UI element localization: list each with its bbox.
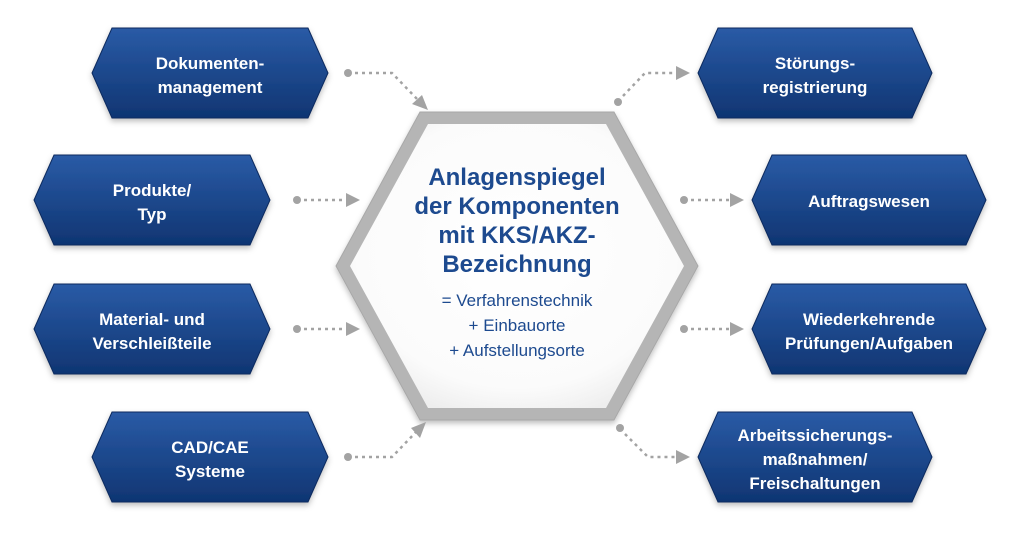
node-label-line-2: Prüfungen/Aufgaben [785, 334, 953, 353]
connector-produkte-typ [293, 193, 360, 207]
right-node-shape [697, 27, 933, 119]
left-node-shape [91, 411, 329, 503]
connector-line [355, 71, 419, 101]
connector-dot [680, 196, 688, 204]
node-label-line-1: Auftragswesen [808, 192, 930, 211]
connector-arrowhead [412, 95, 428, 110]
center-subtitle-line-2: + Einbauorte [469, 316, 566, 335]
left-node-material-verschleissteile: Material- und Verschleißteile [33, 283, 271, 375]
right-node-wiederkehrende-pruefungen: Wiederkehrende Prüfungen/Aufgaben [751, 283, 987, 375]
node-label-line-1: Störungs- [775, 54, 855, 73]
connector-dot [680, 325, 688, 333]
center-hexagon-fill [350, 124, 684, 408]
node-label-line-2: Verschleißteile [92, 334, 211, 353]
center-subtitle-line-3: + Aufstellungsorte [449, 341, 585, 360]
left-node-shape [91, 27, 329, 119]
center-title-line-2: der Komponenten [414, 193, 619, 220]
center-title-line-3: mit KKS/AKZ- [438, 222, 595, 249]
connector-arrowhead [346, 193, 360, 207]
connector-dot [614, 98, 622, 106]
node-label-line-3: Freischaltungen [749, 474, 880, 493]
connector-arrowhead [676, 450, 690, 464]
connector-stoerungsregistrierung [614, 66, 690, 106]
connector-arrowhead [346, 322, 360, 336]
node-label-line-2: Systeme [175, 462, 245, 481]
center-title-line-1: Anlagenspiegel [428, 164, 605, 191]
node-label-line-2: maßnahmen/ [763, 450, 868, 469]
right-node-arbeitssicherungsmassnahmen: Arbeitssicherungs- maßnahmen/ Freischalt… [697, 411, 933, 503]
right-node-shape [697, 411, 933, 503]
connector-line [355, 431, 417, 459]
left-node-shape [33, 154, 271, 246]
connector-dot [344, 69, 352, 77]
node-label-line-1: Arbeitssicherungs- [738, 426, 893, 445]
connector-material-verschleissteile [293, 322, 360, 336]
connector-dot [344, 453, 352, 461]
connector-line [624, 433, 676, 459]
connector-dot [293, 196, 301, 204]
connector-arrowhead [411, 422, 426, 438]
node-label-line-2: management [158, 78, 263, 97]
connector-dot [616, 424, 624, 432]
center-hexagon: Anlagenspiegel der Komponenten mit KKS/A… [335, 111, 699, 421]
right-node-shape [751, 154, 987, 246]
right-node-stoerungsregistrierung: Störungs- registrierung [697, 27, 933, 119]
left-node-shape [33, 283, 271, 375]
node-label-line-1: Produkte/ [113, 181, 192, 200]
left-node-cad-cae-systeme: CAD/CAE Systeme [91, 411, 329, 503]
node-label-line-1: Material- und [99, 310, 205, 329]
node-label-line-2: Typ [138, 205, 167, 224]
right-node-shape [751, 283, 987, 375]
node-label-line-2: registrierung [763, 78, 868, 97]
connector-line [622, 71, 676, 97]
connector-dot [293, 325, 301, 333]
node-label-line-1: Wiederkehrende [803, 310, 935, 329]
node-label-line-1: CAD/CAE [171, 438, 248, 457]
left-node-produkte-typ: Produkte/ Typ [33, 154, 271, 246]
connector-arrowhead [676, 66, 690, 80]
right-node-auftragswesen: Auftragswesen [751, 154, 987, 246]
node-label-line-1: Dokumenten- [156, 54, 265, 73]
connector-auftragswesen [680, 193, 744, 207]
connector-dokumentenmanagement [344, 69, 428, 110]
connector-arbeitssicherungsmassnahmen [616, 424, 690, 464]
connector-cad-cae-systeme [344, 422, 426, 461]
connector-arrowhead [730, 322, 744, 336]
connector-arrowhead [730, 193, 744, 207]
connector-wiederkehrende-pruefungen [680, 322, 744, 336]
left-node-dokumentenmanagement: Dokumenten- management [91, 27, 329, 119]
center-title-line-4: Bezeichnung [442, 251, 591, 278]
center-subtitle-line-1: = Verfahrenstechnik [442, 291, 593, 310]
